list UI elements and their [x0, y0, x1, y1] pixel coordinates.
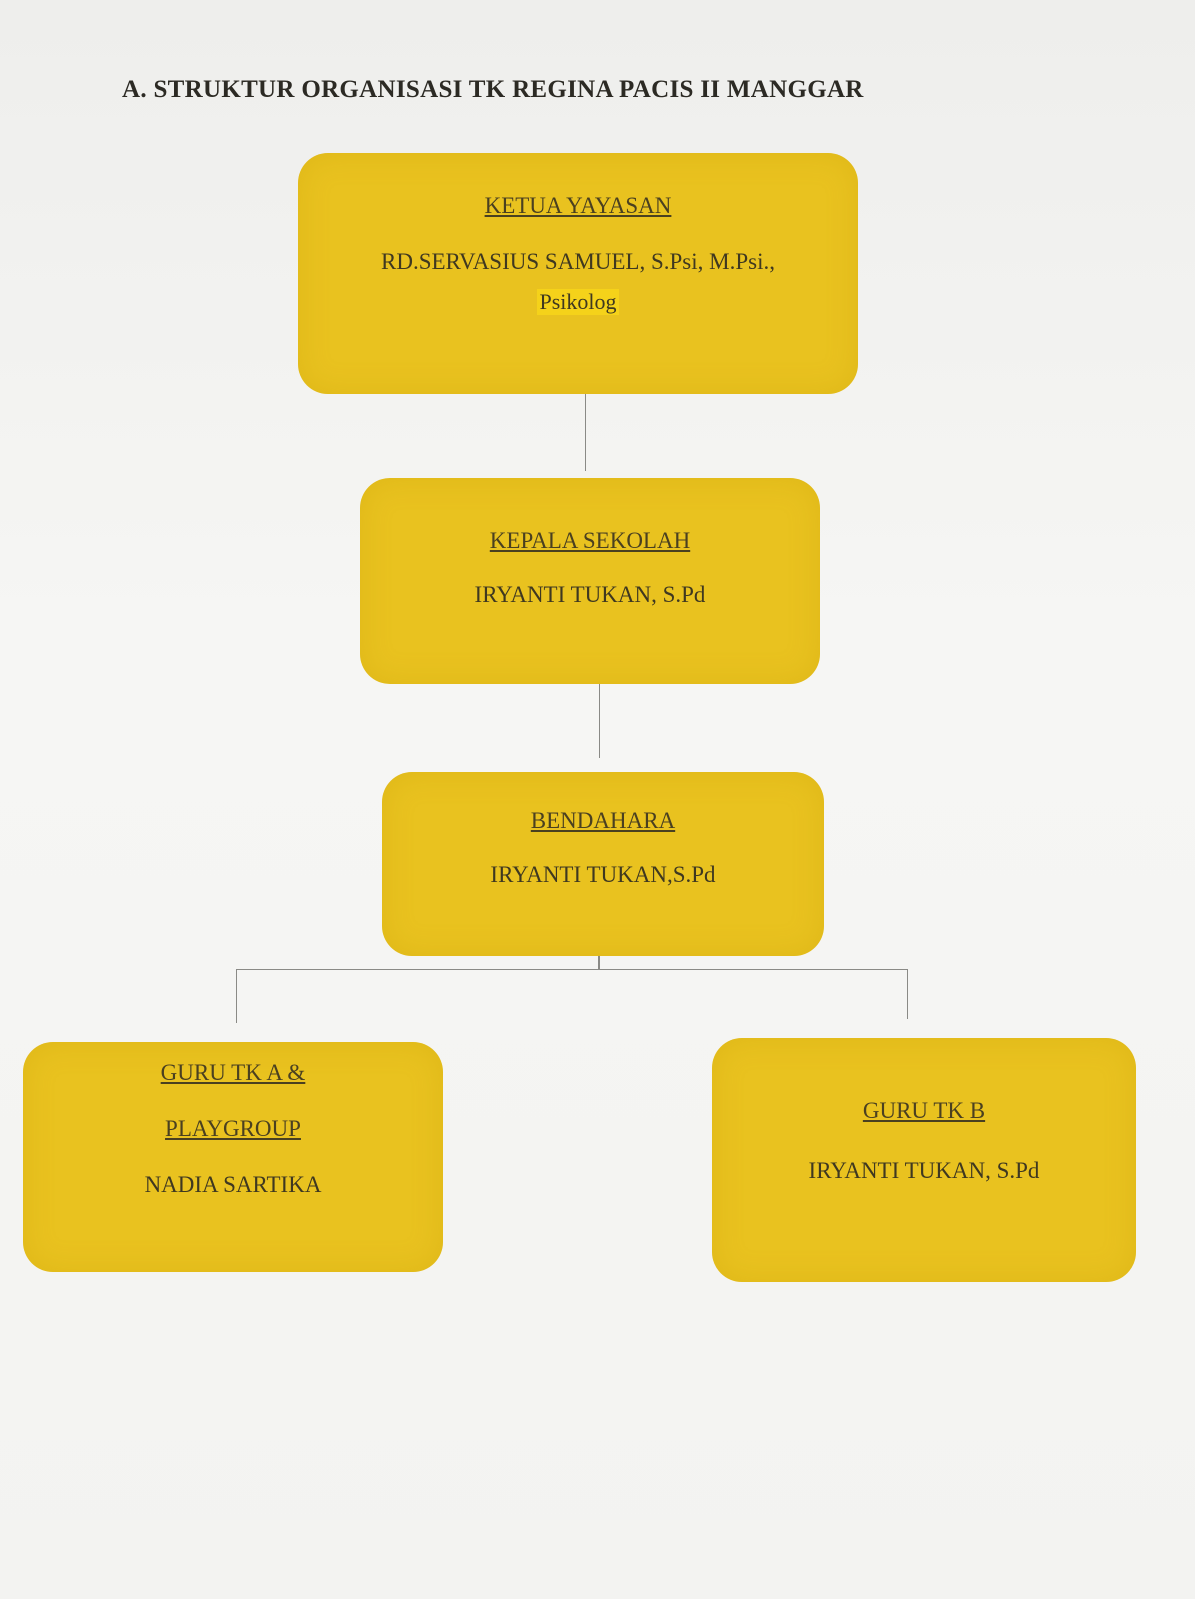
- node-role: BENDAHARA: [530, 808, 676, 833]
- node-name: IRYANTI TUKAN, S.Pd: [474, 582, 706, 607]
- connector-guru-a: [236, 969, 237, 1023]
- node-name: NADIA SARTIKA: [144, 1172, 322, 1197]
- node-name: IRYANTI TUKAN, S.Pd: [808, 1158, 1040, 1183]
- connector-horizontal: [236, 969, 908, 970]
- node-kepala-sekolah: KEPALA SEKOLAH IRYANTI TUKAN, S.Pd: [360, 478, 820, 684]
- node-ketua-yayasan: KETUA YAYASAN RD.SERVASIUS SAMUEL, S.Psi…: [298, 153, 858, 394]
- node-name: RD.SERVASIUS SAMUEL, S.Psi, M.Psi.,: [381, 249, 775, 274]
- node-name-suffix: Psikolog: [537, 289, 619, 315]
- node-guru-tk-a: GURU TK A & PLAYGROUP NADIA SARTIKA: [23, 1042, 443, 1272]
- node-role: GURU TK B: [862, 1098, 986, 1123]
- node-bendahara: BENDAHARA IRYANTI TUKAN,S.Pd: [382, 772, 824, 956]
- node-role: GURU TK A &: [160, 1060, 306, 1085]
- chart-title: A. STRUKTUR ORGANISASI TK REGINA PACIS I…: [122, 76, 864, 103]
- node-role: KETUA YAYASAN: [484, 193, 672, 218]
- connector-guru-b: [907, 969, 908, 1019]
- connector-kepala-bendahara: [599, 672, 600, 758]
- connector-ketua-kepala: [585, 393, 586, 471]
- node-name: IRYANTI TUKAN,S.Pd: [490, 862, 716, 887]
- node-role: KEPALA SEKOLAH: [489, 528, 691, 553]
- node-guru-tk-b: GURU TK B IRYANTI TUKAN, S.Pd: [712, 1038, 1136, 1282]
- node-role-line2: PLAYGROUP: [165, 1116, 301, 1141]
